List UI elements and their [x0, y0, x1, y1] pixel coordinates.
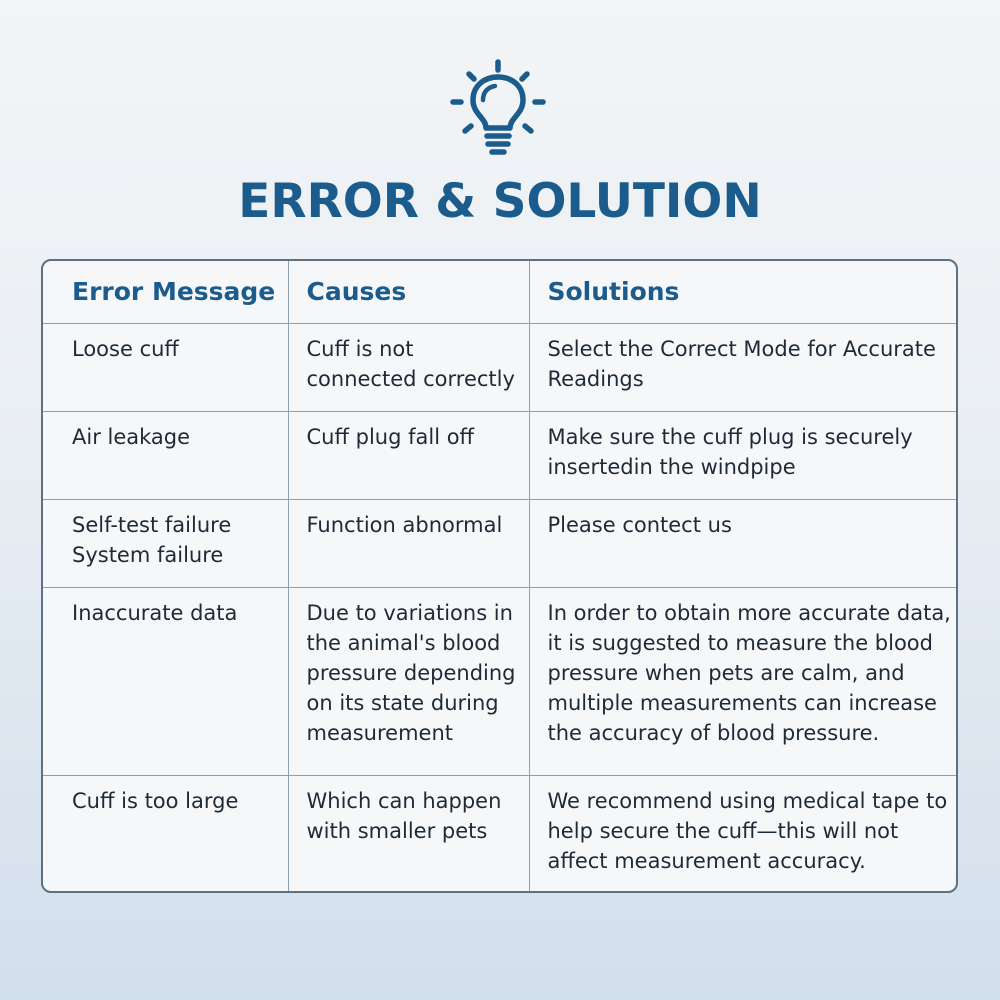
- table-row: Air leakage Cuff plug fall off Make sure…: [43, 411, 956, 500]
- table-row: Loose cuff Cuff is not connected correct…: [43, 323, 956, 412]
- column-header-causes: Causes: [287, 261, 530, 324]
- column-header-error: Error Message: [43, 261, 289, 324]
- solution-cell: Make sure the cuff plug is securely inse…: [528, 411, 956, 500]
- error-cell: Inaccurate data: [43, 587, 289, 776]
- table-row: Cuff is too large Which can happen with …: [43, 775, 956, 891]
- table-row: Self-test failure System failure Functio…: [43, 499, 956, 588]
- error-cell: Loose cuff: [43, 323, 289, 412]
- cause-cell: Function abnormal: [287, 499, 530, 588]
- page-title: ERROR & SOLUTION: [238, 174, 762, 229]
- error-cell: Air leakage: [43, 411, 289, 500]
- solution-cell: In order to obtain more accurate data, i…: [528, 587, 956, 776]
- error-cell: Self-test failure System failure: [43, 499, 289, 588]
- solution-cell: We recommend using medical tape to help …: [528, 775, 956, 891]
- lightbulb-icon: [450, 59, 546, 155]
- error-line: Self-test failure: [72, 513, 232, 537]
- column-header-solutions: Solutions: [528, 261, 956, 324]
- table-row: Inaccurate data Due to variations in the…: [43, 587, 956, 776]
- cause-cell: Due to variations in the animal's blood …: [287, 587, 530, 776]
- cause-cell: Which can happen with smaller pets: [287, 775, 530, 891]
- error-cell: Cuff is too large: [43, 775, 289, 891]
- cause-cell: Cuff plug fall off: [287, 411, 530, 500]
- cause-cell: Cuff is not connected correctly: [287, 323, 530, 412]
- solution-cell: Please contect us: [528, 499, 956, 588]
- error-line: System failure: [72, 543, 224, 567]
- table-header-row: Error Message Causes Solutions: [43, 261, 956, 324]
- solution-cell: Select the Correct Mode for Accurate Rea…: [528, 323, 956, 412]
- error-solution-table: Error Message Causes Solutions Loose cuf…: [41, 259, 958, 893]
